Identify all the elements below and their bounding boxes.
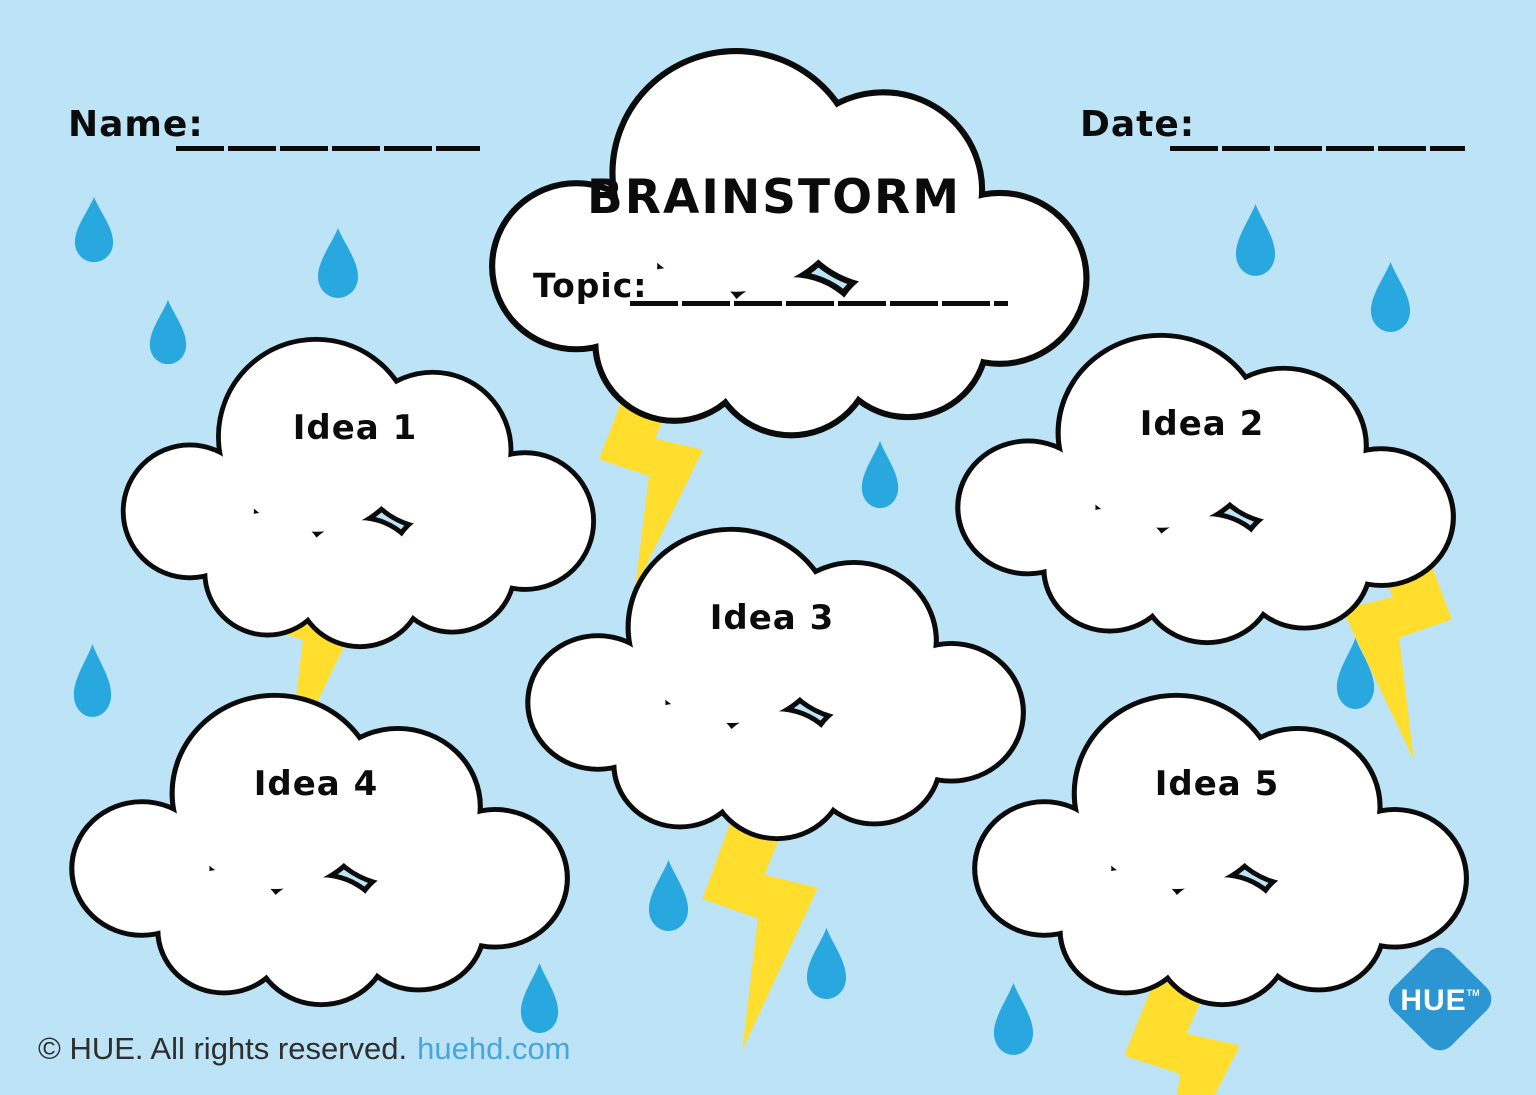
idea-5-cloud: Idea 5 [963, 688, 1471, 1010]
idea-4-cloud: Idea 4 [60, 688, 572, 1010]
copyright-text: © HUE. All rights reserved. [38, 1031, 408, 1066]
name-line [176, 146, 480, 151]
cloud-shape [489, 48, 1090, 439]
idea-2-cloud: Idea 2 [946, 328, 1458, 648]
cloud-shape [69, 692, 570, 1008]
cloud-shape [525, 526, 1026, 842]
cloud-shape [972, 692, 1469, 1008]
footer: © HUE. All rights reserved. huehd.com [38, 1031, 571, 1067]
cloud-shape [955, 332, 1456, 646]
raindrop-icon [992, 982, 1035, 1057]
brainstorm-cloud [478, 42, 1092, 442]
name-label: Name: [68, 104, 204, 145]
raindrop-icon [647, 859, 690, 933]
hue-logo-tm: TM [1466, 988, 1480, 998]
topic-line [630, 301, 1008, 306]
brainstorm-title: BRAINSTORM [586, 170, 962, 225]
raindrop-icon [1369, 261, 1412, 334]
cloud-shape [120, 336, 597, 650]
idea-3-cloud: Idea 3 [516, 522, 1028, 844]
raindrop-icon [148, 299, 188, 366]
raindrop-icon [1234, 203, 1277, 278]
raindrop-icon [316, 227, 360, 300]
idea-1-label: Idea 1 [292, 408, 418, 448]
date-line [1170, 146, 1465, 151]
hue-logo-text: HUETM [1383, 984, 1497, 1018]
idea-4-label: Idea 4 [253, 764, 379, 804]
lightning-icon [698, 820, 820, 1050]
raindrop-icon [73, 196, 115, 264]
raindrop-icon [805, 927, 848, 1001]
idea-2-label: Idea 2 [1139, 404, 1265, 444]
topic-label: Topic: [533, 266, 648, 305]
huehd-link[interactable]: huehd.com [417, 1031, 571, 1066]
idea-1-cloud: Idea 1 [112, 332, 598, 652]
lightning-icon [595, 392, 705, 588]
lightning-icon [1340, 546, 1456, 760]
lightning-icon [1120, 983, 1242, 1095]
hue-logo-word: HUE [1400, 984, 1467, 1017]
idea-3-label: Idea 3 [709, 598, 835, 638]
date-label: Date: [1080, 104, 1196, 145]
idea-5-label: Idea 5 [1154, 764, 1280, 804]
raindrop-icon [860, 440, 900, 510]
hue-logo: HUETM [1382, 941, 1498, 1057]
raindrop-icon [519, 962, 560, 1035]
raindrop-icon [72, 643, 113, 719]
raindrop-icon [1335, 637, 1376, 711]
